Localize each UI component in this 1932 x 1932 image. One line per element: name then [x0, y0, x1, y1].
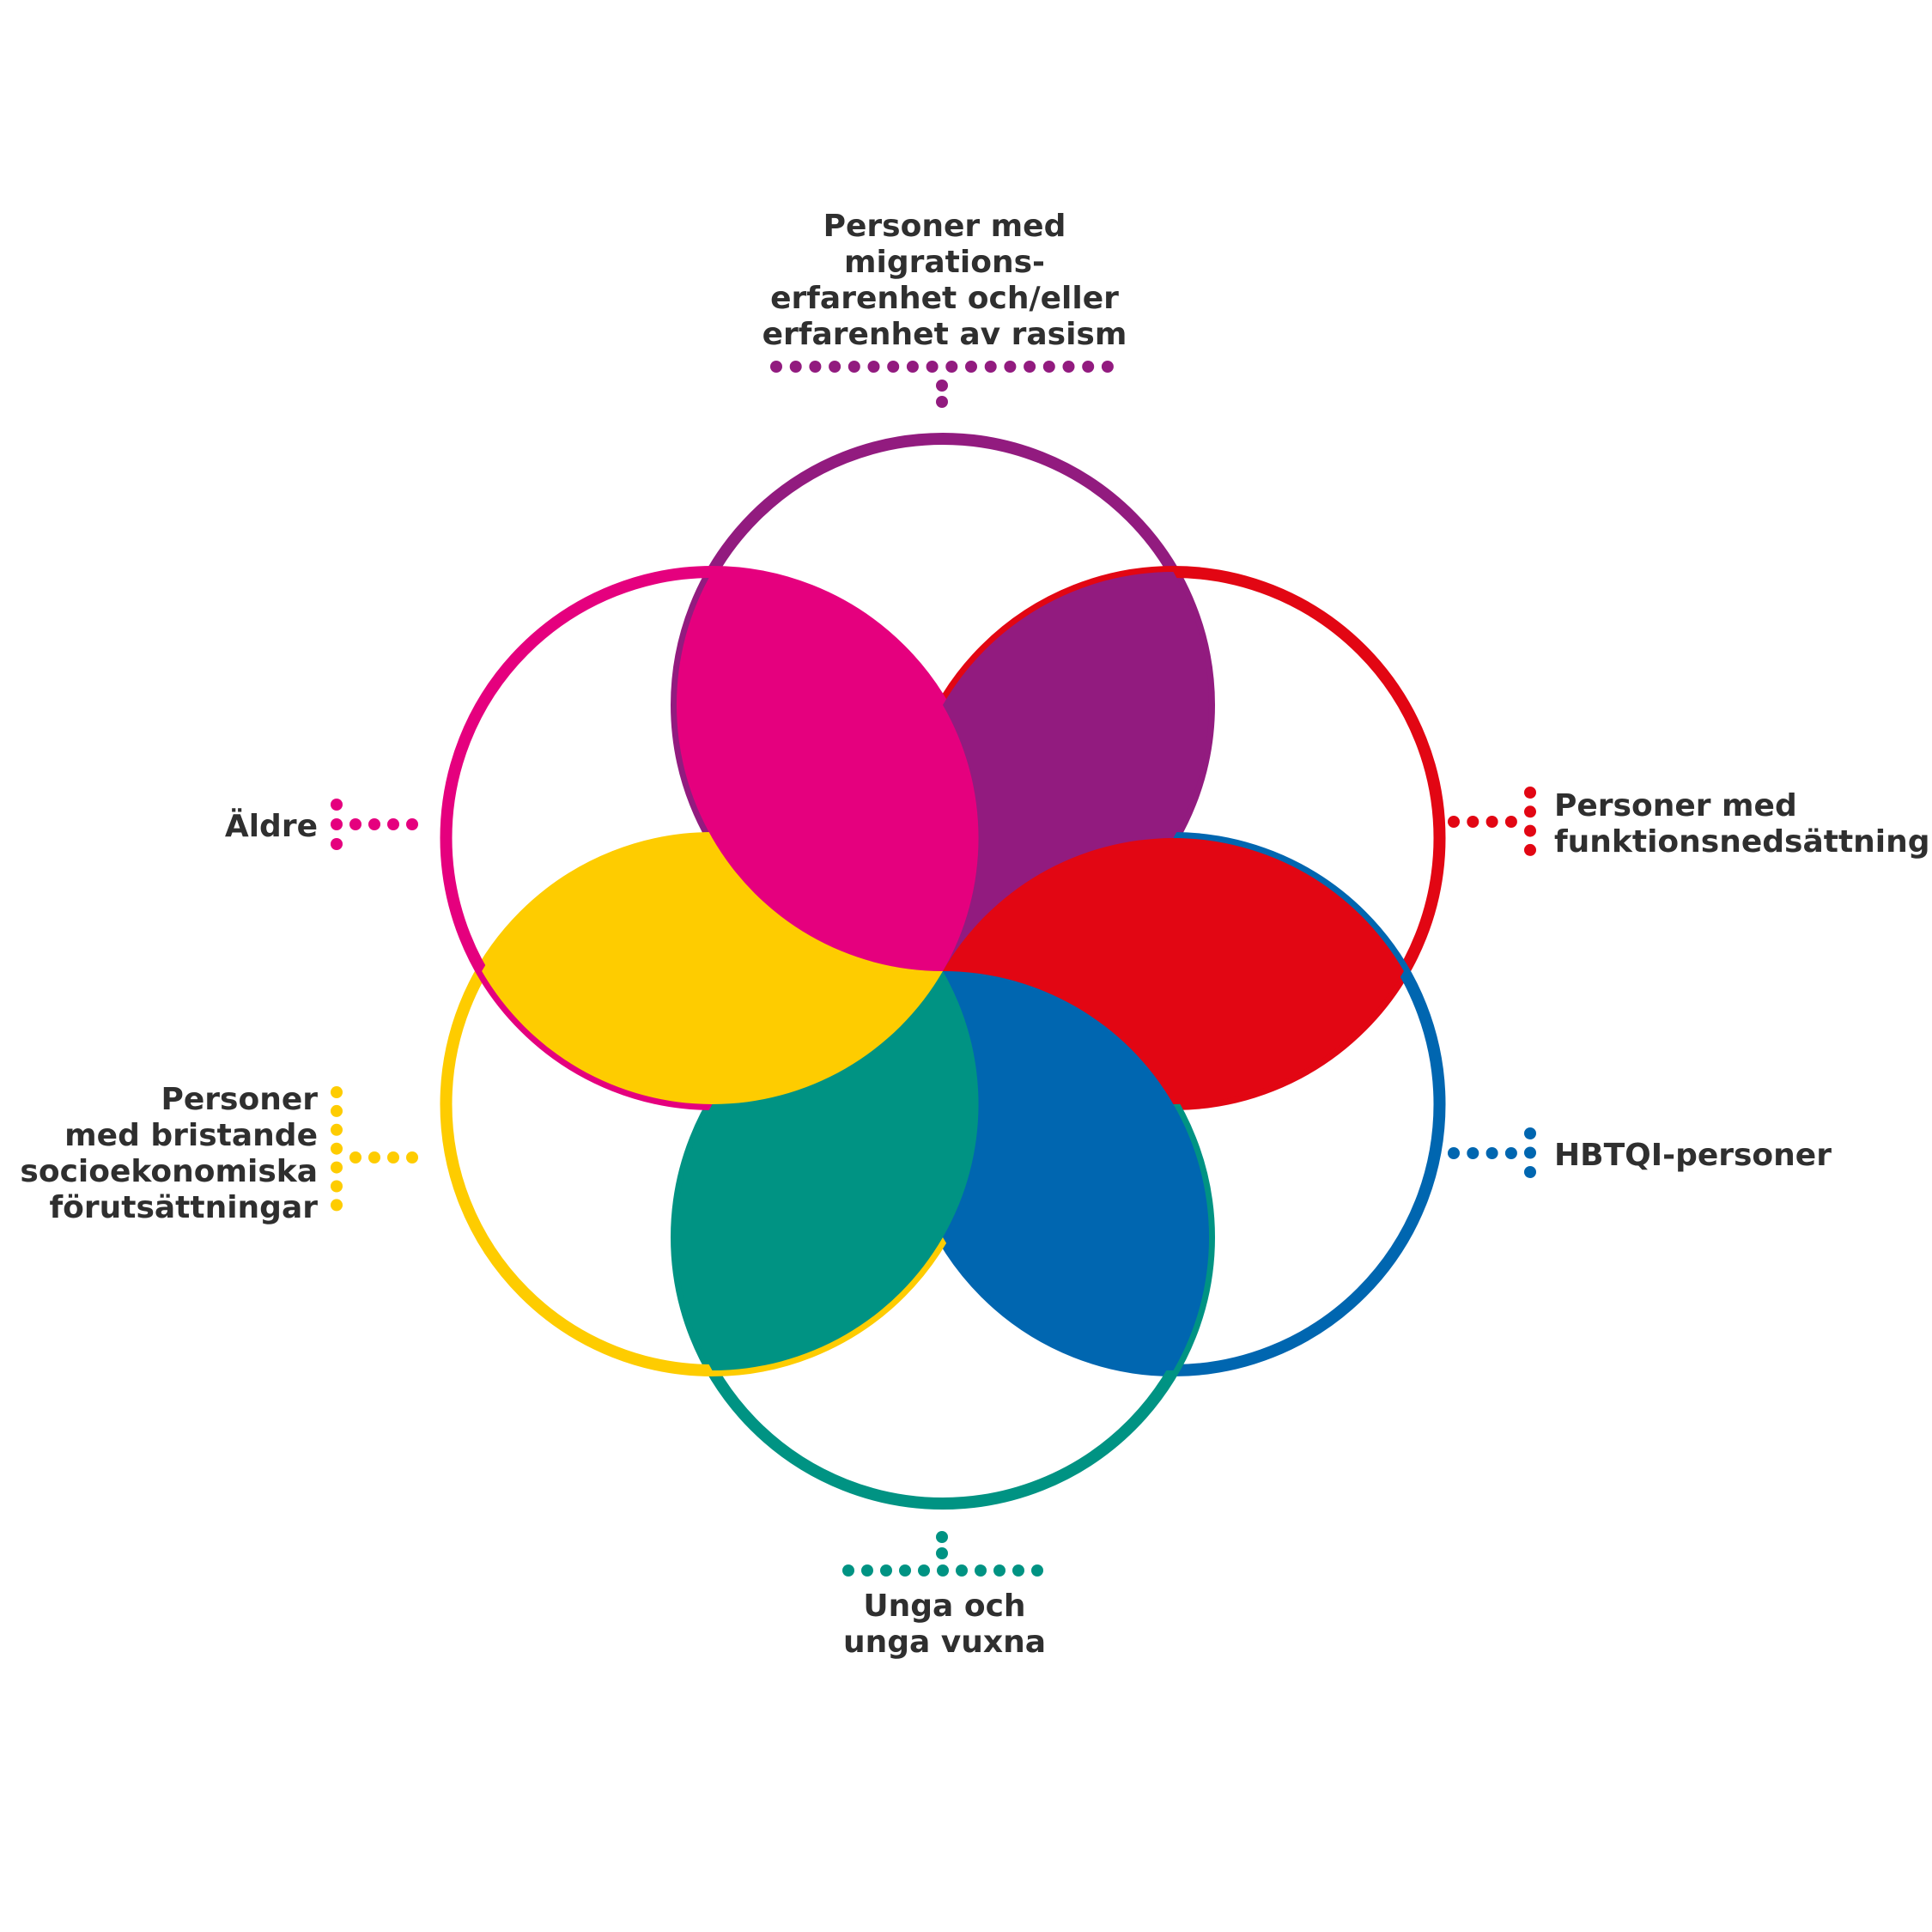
connector-dot-migration: [965, 361, 977, 373]
label-migration-line: Personer med: [823, 209, 1066, 244]
connector-dot-socioeconomic: [331, 1142, 343, 1155]
connector-dot-hbtqi: [1524, 1166, 1536, 1178]
petal-blue: [907, 971, 1210, 1370]
connector-dot-disability: [1485, 816, 1498, 828]
label-disability-line: funktionsnedsättning: [1554, 824, 1930, 860]
connector-dot-socioeconomic: [349, 1151, 361, 1163]
connector-dot-migration: [936, 396, 948, 408]
connector-dot-elderly: [349, 818, 361, 830]
connector-dot-hbtqi: [1524, 1146, 1536, 1159]
connector-dot-migration: [906, 361, 919, 373]
connector-dot-disability: [1504, 816, 1517, 828]
connector-dot-socioeconomic: [387, 1151, 399, 1163]
label-migration-line: erfarenhet och/eller: [770, 281, 1119, 316]
connector-dot-elderly: [368, 818, 380, 830]
label-disability-line: Personer med: [1554, 788, 1797, 823]
connector-dot-youth: [899, 1564, 911, 1577]
connector-dot-migration: [809, 361, 822, 373]
label-socioeconomic-line: Personer: [161, 1082, 318, 1117]
connector-dot-hbtqi: [1524, 1127, 1536, 1139]
connector-dot-disability: [1524, 805, 1536, 818]
connector-dot-disability: [1524, 824, 1536, 837]
label-socioeconomic-line: förutsättningar: [49, 1190, 318, 1225]
label-hbtqi-line: HBTQI-personer: [1554, 1138, 1832, 1173]
connector-dot-elderly: [331, 818, 343, 830]
connector-dot-migration: [1101, 361, 1114, 373]
connector-dot-disability: [1524, 787, 1536, 799]
label-elderly: Äldre: [146, 809, 318, 845]
connector-dot-elderly: [331, 799, 343, 811]
connector-dot-youth: [956, 1564, 968, 1577]
connector-dot-youth: [861, 1564, 873, 1577]
connector-dot-migration: [887, 361, 900, 373]
label-hbtqi: HBTQI-personer: [1554, 1138, 1898, 1174]
connector-dot-migration: [770, 361, 782, 373]
connector-dot-socioeconomic: [406, 1151, 418, 1163]
connector-dot-youth: [842, 1564, 854, 1577]
label-socioeconomic-line: socioekonomiska: [20, 1154, 318, 1189]
connector-dot-migration: [1024, 361, 1036, 373]
connector-dot-migration: [1082, 361, 1095, 373]
petal-magenta: [676, 572, 979, 971]
connector-dot-socioeconomic: [331, 1104, 343, 1117]
connector-dot-migration: [936, 380, 948, 392]
connector-dot-elderly: [331, 838, 343, 850]
connector-dot-migration: [789, 361, 802, 373]
connector-dot-elderly: [387, 818, 399, 830]
connector-dot-socioeconomic: [368, 1151, 380, 1163]
label-elderly-line: Äldre: [224, 809, 318, 844]
connector-dot-youth: [975, 1564, 987, 1577]
connector-dot-elderly: [406, 818, 418, 830]
connector-dot-youth: [918, 1564, 930, 1577]
connector-dot-youth: [1012, 1564, 1024, 1577]
connector-dot-youth: [993, 1564, 1005, 1577]
label-migration-line: migrations-: [844, 245, 1045, 280]
label-youth-line: Unga och: [863, 1589, 1026, 1624]
connector-dot-migration: [945, 361, 958, 373]
connector-dot-hbtqi: [1467, 1147, 1479, 1159]
connector-dot-disability: [1524, 843, 1536, 856]
connector-dot-disability: [1467, 816, 1479, 828]
connector-dot-migration: [829, 361, 841, 373]
connector-dot-youth: [880, 1564, 892, 1577]
connector-dot-migration: [1062, 361, 1075, 373]
connector-dot-migration: [867, 361, 880, 373]
connector-dot-migration: [926, 361, 939, 373]
connector-dot-hbtqi: [1448, 1147, 1460, 1159]
connector-dot-socioeconomic: [331, 1123, 343, 1136]
connector-dot-socioeconomic: [331, 1180, 343, 1193]
connector-dot-migration: [1004, 361, 1017, 373]
connector-dot-hbtqi: [1504, 1147, 1517, 1159]
label-migration-line: erfarenhet av rasism: [762, 317, 1127, 352]
connector-dot-socioeconomic: [331, 1199, 343, 1212]
connector-dot-disability: [1448, 816, 1460, 828]
connector-dot-youth: [937, 1564, 949, 1577]
connector-dot-migration: [984, 361, 997, 373]
label-youth-line: unga vuxna: [842, 1625, 1047, 1660]
connector-dot-migration: [1042, 361, 1055, 373]
connector-dot-youth: [936, 1547, 948, 1559]
connector-dot-youth: [1031, 1564, 1043, 1577]
connector-dot-socioeconomic: [331, 1086, 343, 1098]
connector-dot-migration: [848, 361, 860, 373]
label-socioeconomic-line: med bristande: [64, 1118, 318, 1153]
connector-dot-youth: [936, 1531, 948, 1543]
connector-dot-hbtqi: [1485, 1147, 1498, 1159]
connector-dot-socioeconomic: [331, 1161, 343, 1174]
